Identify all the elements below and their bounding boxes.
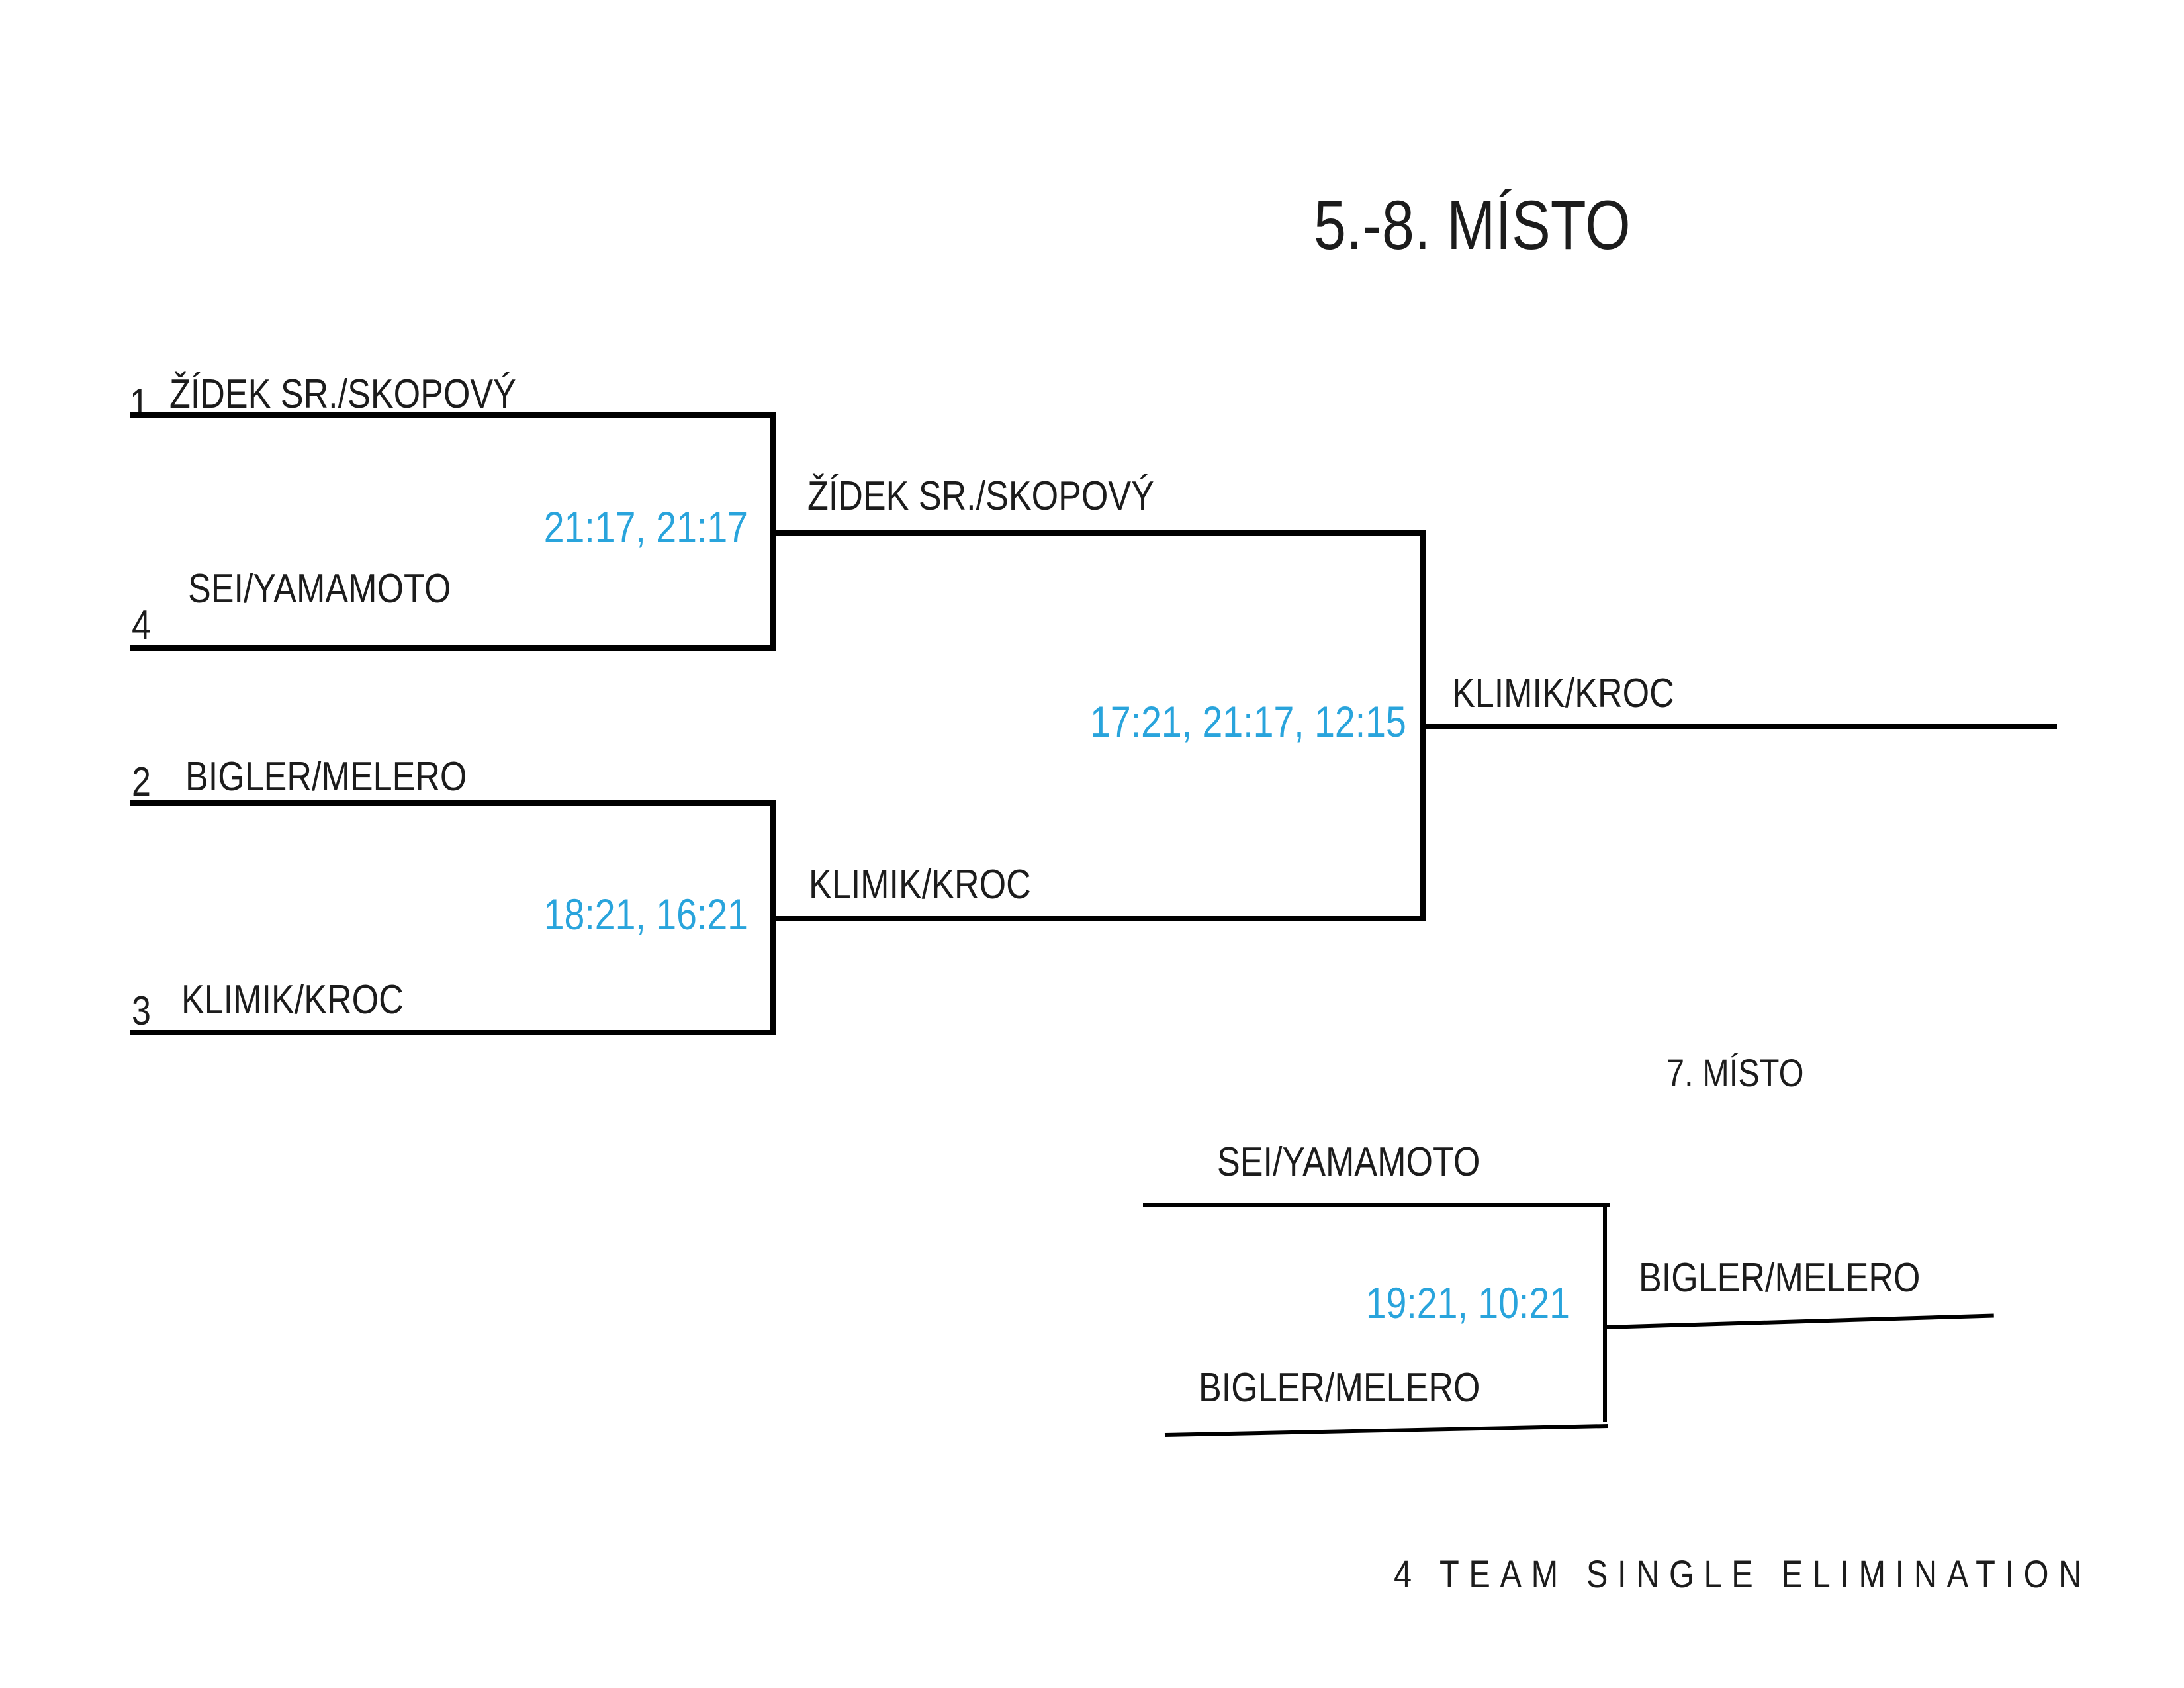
sf2-top-line [130,800,776,806]
sf1-winner: ŽÍDEK SR./SKOPOVÝ [807,473,1154,519]
sf2-bottom-line [130,1030,776,1035]
sf2-bottom-seed: 3 [132,988,151,1034]
seventh-top-team: SEI/YAMAMOTO [1217,1139,1480,1185]
sf1-bottom-line [130,645,776,651]
sf1-top-team: ŽÍDEK SR./SKOPOVÝ [169,371,516,417]
seventh-place-title: 7. MÍSTO [1666,1052,1804,1095]
sf1-bottom-seed: 4 [132,602,151,648]
seventh-winner: BIGLER/MELERO [1639,1255,1921,1301]
sf2-bottom-team: KLIMIK/KROC [181,977,404,1023]
sf2-top-team: BIGLER/MELERO [185,754,467,800]
sf2-winner: KLIMIK/KROC [809,862,1031,908]
final-score: 17:21, 21:17, 12:15 [1090,697,1406,746]
sf1-top-seed: 1 [130,381,149,426]
final-winner: KLIMIK/KROC [1452,671,1674,716]
seventh-winner-line [1604,1313,1994,1329]
sf1-winner-line [770,530,1426,536]
sf2-top-seed: 2 [132,759,151,805]
sf1-score: 21:17, 21:17 [543,502,748,551]
seventh-score: 19:21, 10:21 [1365,1278,1570,1327]
sf2-score: 18:21, 16:21 [543,890,748,939]
sf1-bottom-team: SEI/YAMAMOTO [188,566,451,612]
final-winner-line [1420,724,2057,729]
page-title: 5.-8. MÍSTO [1314,187,1631,264]
seventh-bottom-team: BIGLER/MELERO [1199,1365,1480,1411]
seventh-bottom-line [1164,1423,1608,1437]
sf1-top-line [130,412,776,418]
footer-caption: 4 TEAM SINGLE ELIMINATION [1394,1553,2091,1596]
seventh-top-line [1143,1203,1610,1207]
sf2-winner-line [770,916,1426,921]
seventh-connector-line [1603,1203,1607,1422]
